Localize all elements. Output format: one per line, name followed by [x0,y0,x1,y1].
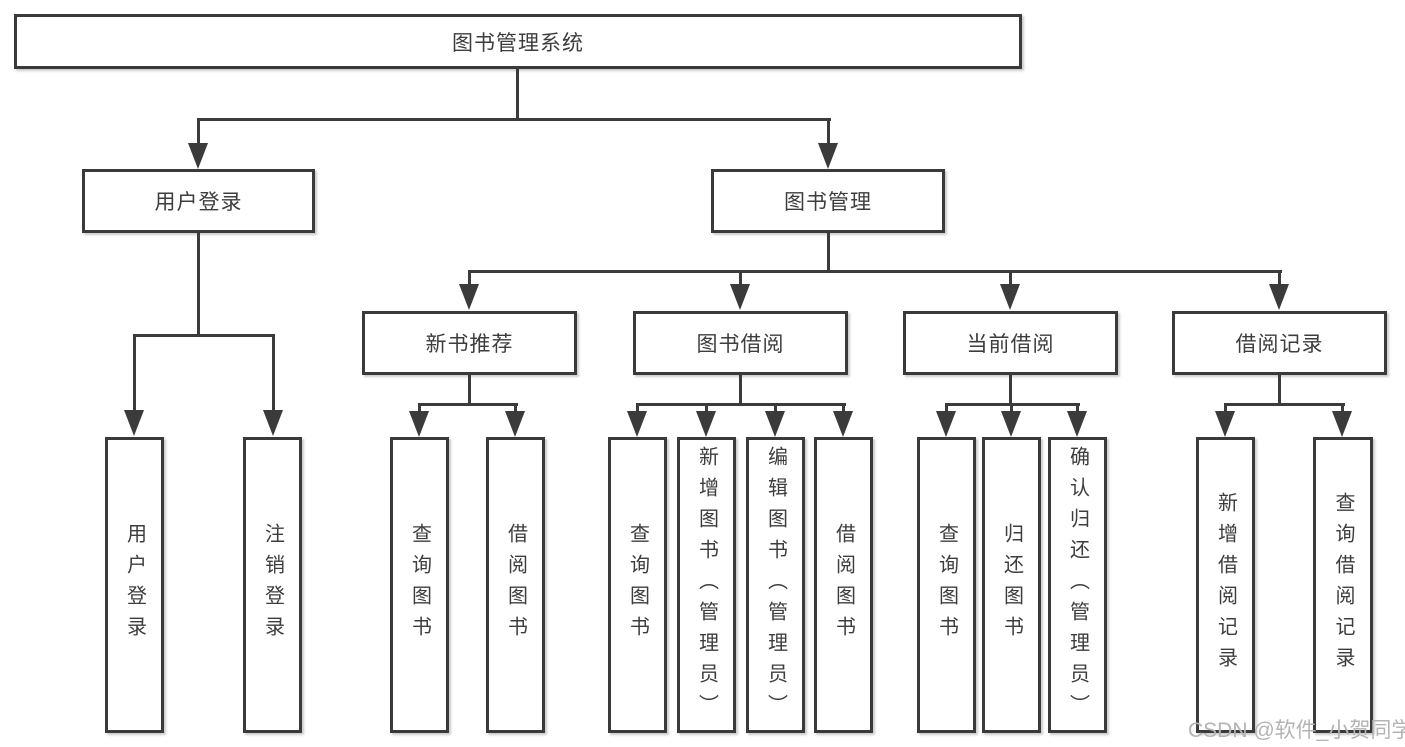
leaf-label: 注销登录 [261,523,284,647]
connector-line [827,233,830,273]
node-label: 新书推荐 [425,333,514,356]
leaf-label: 查询图书 [935,523,958,647]
leaf-borrow-books-1: 借阅图书 [486,437,545,733]
node-label: 借阅记录 [1235,333,1324,356]
leaf-label: 查询图书 [626,523,649,647]
connector-arrow [696,405,716,437]
node-label: 用户登录 [154,191,243,214]
leaf-label: 归还图书 [1000,523,1023,647]
connector-arrow [765,405,785,437]
connector-line [739,375,742,406]
connector-arrow [833,405,853,437]
leaf-edit-books-admin: 编辑图书（管理员） [746,437,805,733]
leaf-label: 借阅图书 [832,523,855,647]
node-new-book-recommendation: 新书推荐 [362,311,577,375]
connector-arrow [627,405,647,437]
leaf-confirm-return-admin: 确认归还（管理员） [1048,437,1107,733]
connector-line [516,69,519,120]
connector-arrow [818,119,838,169]
leaf-label: 新增图书（管理员） [695,445,718,725]
connector-line [197,118,831,121]
leaf-add-books-admin: 新增图书（管理员） [677,437,736,733]
connector-line [1009,375,1012,406]
node-borrowing-records: 借阅记录 [1172,311,1387,375]
leaf-add-borrow-record: 新增借阅记录 [1196,437,1255,733]
node-label: 图书管理 [784,191,872,214]
node-library-management-system: 图书管理系统 [14,14,1022,69]
node-current-borrowing: 当前借阅 [903,311,1118,375]
leaf-query-books-2: 查询图书 [608,437,667,733]
connector-arrow [730,271,750,310]
connector-arrow [263,335,283,436]
connector-line [1278,375,1281,406]
connector-line [1224,403,1345,406]
connector-arrow [1067,405,1087,437]
leaf-query-books-3: 查询图书 [917,437,976,733]
leaf-label: 查询借阅记录 [1332,492,1354,678]
node-label: 图书借阅 [696,333,785,356]
connector-line [468,375,471,406]
connector-arrow [1001,405,1021,437]
leaf-borrow-books-2: 借阅图书 [814,437,873,733]
leaf-return-books: 归还图书 [982,437,1041,733]
node-label: 图书管理系统 [452,31,584,55]
connector-arrow [1000,271,1020,310]
connector-line [133,334,275,337]
connector-line [468,270,1282,273]
connector-line [197,233,200,337]
leaf-query-borrow-record: 查询借阅记录 [1313,437,1373,733]
csdn-watermark: CSDN @软件_小贺同学 [1188,719,1405,742]
connector-arrow [1332,405,1352,437]
leaf-label: 新增借阅记录 [1214,492,1237,678]
connector-line [945,403,1080,406]
connector-arrow [1215,405,1235,437]
node-user-login: 用户登录 [82,169,315,233]
leaf-label: 借阅图书 [504,523,527,647]
connector-arrow [505,405,525,437]
connector-arrow [1269,271,1289,310]
connector-line [636,403,846,406]
leaf-label: 编辑图书（管理员） [764,445,787,725]
node-book-borrowing: 图书借阅 [633,311,848,375]
leaf-query-books-1: 查询图书 [390,437,449,733]
node-label: 当前借阅 [966,333,1055,356]
leaf-logout: 注销登录 [243,437,302,733]
leaf-label: 查询图书 [408,523,431,647]
connector-arrow [459,271,479,310]
leaf-user-login: 用户登录 [105,437,164,733]
connector-arrow [409,405,429,437]
connector-line [418,403,518,406]
node-book-management: 图书管理 [711,169,945,233]
connector-arrow [188,119,208,169]
connector-arrow [936,405,956,437]
leaf-label: 用户登录 [123,523,146,647]
connector-arrow [124,335,144,436]
leaf-label: 确认归还（管理员） [1066,445,1089,725]
